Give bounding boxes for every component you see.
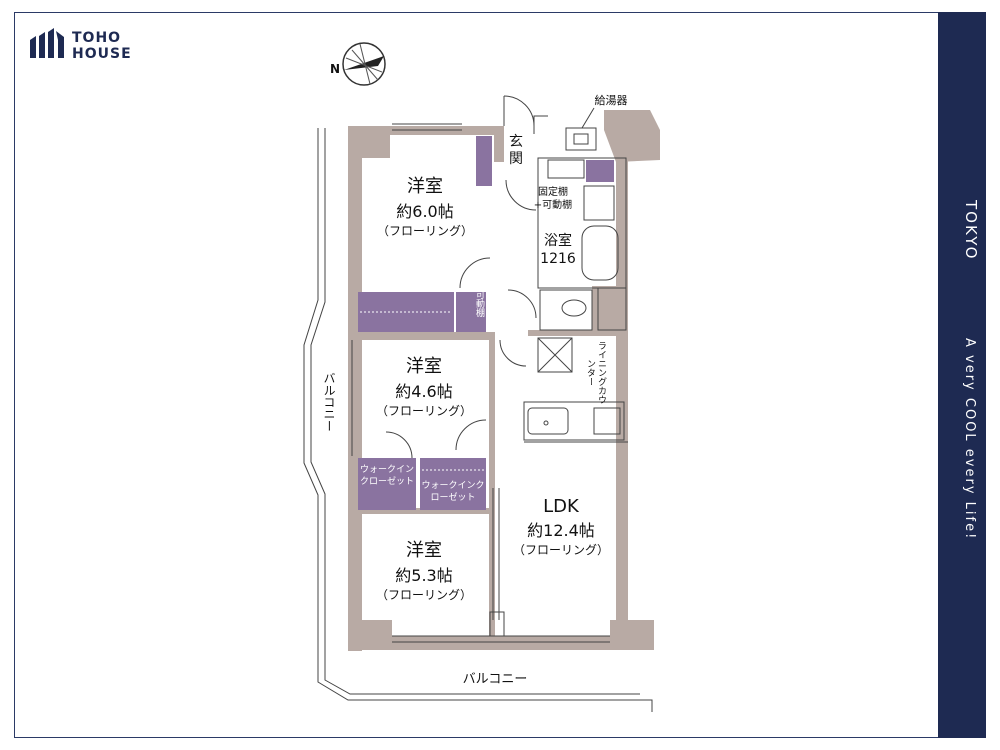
- room-western3: 洋室 約5.3帖 （フローリング）: [366, 536, 482, 603]
- storage-areas: [358, 136, 492, 510]
- windows: [351, 123, 610, 643]
- balcony-side-label: バルコニー: [322, 372, 336, 432]
- room-ldk-name: LDK: [543, 496, 579, 517]
- logo-line1: TOHO: [72, 30, 122, 46]
- shelf-label: 固定棚 +可動棚: [528, 186, 578, 212]
- room-western1-floor: （フローリング）: [376, 224, 473, 238]
- compass-label: N: [329, 62, 341, 76]
- balcony-outline: [303, 128, 653, 712]
- water-heater-label: 給湯器: [594, 94, 628, 107]
- walls: [348, 110, 660, 651]
- wic2-label: ウォークインクローゼット: [421, 481, 485, 503]
- room-western1-name: 洋室: [407, 176, 443, 197]
- room-western2-name: 洋室: [406, 356, 442, 377]
- logo-text: TOHO HOUSE: [72, 30, 132, 62]
- room-western1-size: 約6.0帖: [396, 202, 454, 221]
- sliding-partitions: [489, 488, 505, 637]
- room-western3-floor: （フローリング）: [375, 588, 472, 602]
- fixed-shelf-label: 固定棚: [538, 187, 568, 198]
- logo-line2: HOUSE: [72, 46, 132, 62]
- room-western2: 洋室 約4.6帖 （フローリング）: [366, 352, 482, 419]
- movable-shelf-label: +可動棚: [533, 200, 573, 211]
- bath-label: 浴室 1216: [538, 232, 578, 268]
- washer-storage: [586, 160, 614, 182]
- balcony-bottom-label: バルコニー: [462, 672, 528, 687]
- room-ldk: LDK 約12.4帖 （フローリング）: [506, 496, 616, 558]
- room-western2-floor: （フローリング）: [375, 404, 472, 418]
- bathroom-fixtures: [537, 157, 627, 331]
- sidebar-tagline: A very COOL every Life!: [962, 338, 977, 541]
- wic1-label: ウォークインクローゼット: [359, 465, 414, 487]
- sidebar-title: TOKYO: [962, 200, 980, 261]
- bath-name: 浴室: [544, 233, 572, 249]
- storage-rails: [360, 311, 484, 471]
- entrance-label: 玄関: [509, 134, 523, 167]
- kitchen-fixtures: [523, 337, 628, 443]
- dining-counter-label: ライニングカウンター: [585, 340, 606, 404]
- room-western3-size: 約5.3帖: [395, 566, 453, 585]
- movable-shelf-small-label: 可動棚: [474, 290, 484, 317]
- room-western1: 洋室 約6.0帖 （フローリング）: [370, 172, 480, 239]
- brand-sidebar: [938, 12, 986, 738]
- room-western3-name: 洋室: [406, 540, 442, 561]
- room-ldk-floor: （フローリング）: [512, 543, 609, 557]
- water-heater-box: [565, 107, 597, 151]
- compass-icon: [342, 42, 386, 86]
- doors: [385, 95, 548, 459]
- toho-logo-icon: [30, 28, 64, 58]
- room-western2-size: 約4.6帖: [395, 382, 453, 401]
- room-ldk-size: 約12.4帖: [527, 521, 595, 540]
- bath-size: 1216: [540, 251, 576, 267]
